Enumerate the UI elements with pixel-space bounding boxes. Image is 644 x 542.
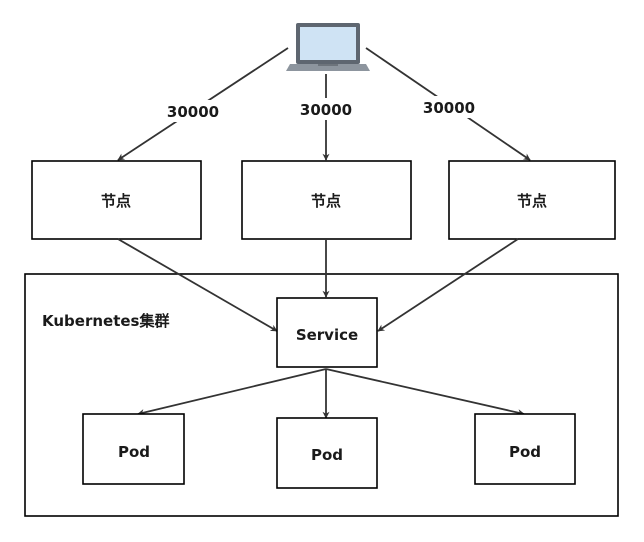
pod-label-2: Pod <box>311 446 343 464</box>
pod-box-1: Pod <box>82 413 185 485</box>
edge-node-1-service <box>117 238 278 332</box>
service-label: Service <box>296 326 358 344</box>
service-box: Service <box>276 297 378 368</box>
node-box-1: 节点 <box>31 160 202 240</box>
port-label-1-text: 30000 <box>167 103 219 121</box>
pod-label-1: Pod <box>118 443 150 461</box>
laptop-icon <box>286 23 370 71</box>
pod-label-3: Pod <box>509 443 541 461</box>
cluster-label: Kubernetes集群 <box>42 312 169 330</box>
edge-service-pod-1 <box>137 368 327 416</box>
pod-box-2: Pod <box>276 417 378 489</box>
port-label-3-text: 30000 <box>423 99 475 117</box>
node-label-1: 节点 <box>101 192 131 210</box>
edge-node-3-service <box>377 238 519 332</box>
port-label-1: 30000 <box>166 100 220 122</box>
edge-service-pod-3 <box>325 368 525 417</box>
node-box-2: 节点 <box>241 160 412 240</box>
node-label-3: 节点 <box>517 192 547 210</box>
node-label-2: 节点 <box>311 192 341 210</box>
cluster-boundary <box>24 273 619 517</box>
node-box-3: 节点 <box>448 160 616 240</box>
port-label-2: 30000 <box>299 98 353 120</box>
port-label-3: 30000 <box>422 96 476 118</box>
port-label-2-text: 30000 <box>300 101 352 119</box>
pod-box-3: Pod <box>474 413 576 485</box>
